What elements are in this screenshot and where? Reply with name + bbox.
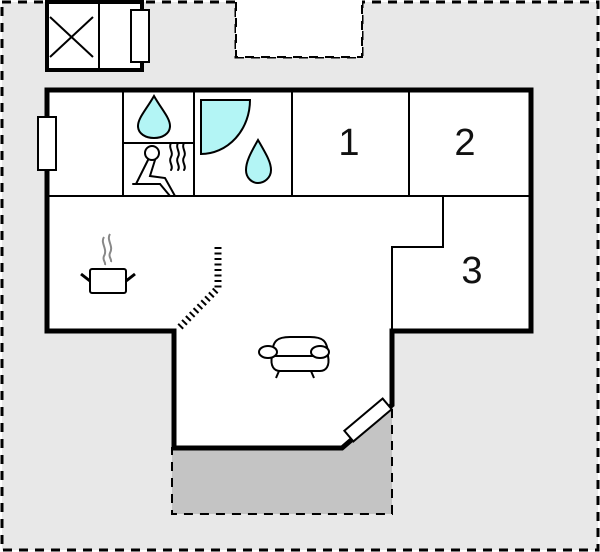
annex — [45, 0, 144, 72]
room-label-bedroom-2: 2 — [454, 122, 476, 164]
water-drop-icon — [244, 137, 273, 185]
terrace — [171, 402, 393, 515]
annex-window-icon — [130, 9, 150, 63]
water-drop-icon — [136, 93, 172, 140]
plot-notch — [236, 0, 362, 57]
room-label-bedroom-3: 3 — [461, 250, 483, 292]
fireplace-arc-icon — [177, 247, 222, 330]
terrace-door-icon — [342, 397, 394, 443]
entrance-window-icon — [37, 116, 57, 171]
sauna-person-icon — [132, 142, 186, 197]
shower-icon — [200, 99, 252, 156]
cooking-pot-icon — [80, 233, 136, 294]
storage-cross-icon — [49, 16, 94, 58]
room-label-bedroom-1: 1 — [338, 122, 360, 164]
sofa-icon — [258, 336, 330, 379]
